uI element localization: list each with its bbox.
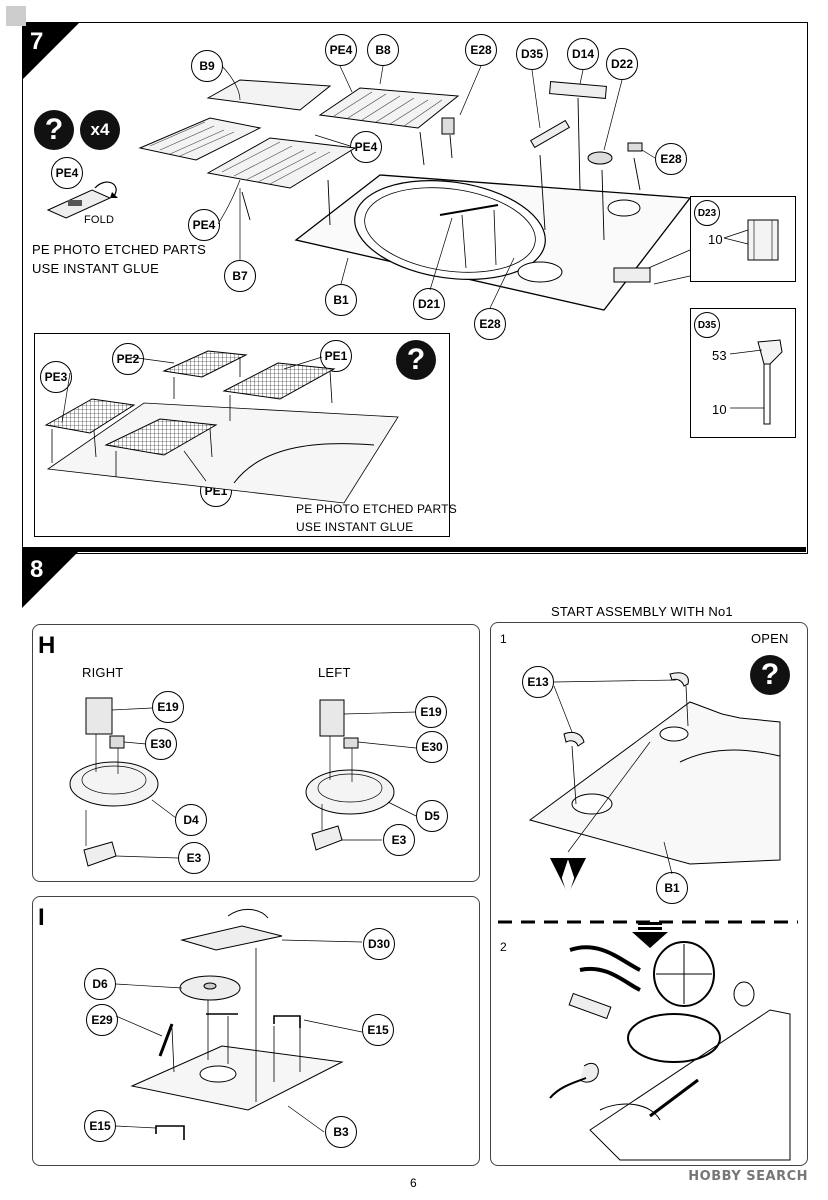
label-pe4-left: PE4 [188, 209, 220, 241]
label-d14: D14 [567, 38, 599, 70]
count-badge: x4 [80, 110, 120, 150]
label-b1: B1 [325, 284, 357, 316]
label-b1-right: B1 [656, 872, 688, 904]
step-8-tab [22, 550, 80, 608]
step-7-tab [22, 22, 80, 80]
label-pe1-top: PE1 [320, 340, 352, 372]
down-arrow-icon [632, 922, 668, 948]
hatch-assembly-diagram [69, 697, 417, 867]
label-e30-right: E30 [145, 728, 177, 760]
start-assembly-note: START ASSEMBLY WITH No1 [551, 604, 733, 619]
b1-hatch-diagram [528, 672, 781, 897]
detail-d23-title: D23 [694, 200, 720, 226]
right-panel-frame [490, 622, 808, 1166]
label-b9: B9 [191, 50, 223, 82]
label-d35: D35 [516, 38, 548, 70]
question-icon-3: ? [750, 655, 790, 695]
sub-pe-note-line1: PE PHOTO ETCHED PARTS [296, 502, 457, 516]
pe-note-line2: USE INSTANT GLUE [32, 261, 159, 276]
detail-d23-frame [690, 196, 796, 282]
detail-d35-callout-bottom: 10 [712, 402, 727, 417]
hull-top-diagram [138, 65, 692, 311]
question-icon: ? [34, 110, 74, 150]
label-d21: D21 [413, 288, 445, 320]
watermark: HOBBY SEARCH [688, 1169, 808, 1184]
pe-note-line1: PE PHOTO ETCHED PARTS [32, 242, 206, 257]
label-e15-right: E15 [362, 1014, 394, 1046]
label-e13: E13 [522, 666, 554, 698]
fold-diagram [46, 181, 118, 219]
label-e28-top: E28 [465, 34, 497, 66]
sub-step-1: 1 [500, 632, 507, 646]
d23-connector [613, 249, 691, 285]
page-number: 6 [410, 1176, 417, 1190]
label-e30-left: E30 [416, 731, 448, 763]
label-b7: B7 [224, 260, 256, 292]
right-label: RIGHT [82, 665, 124, 680]
rear-plate-diagram [115, 909, 363, 1140]
label-pe4-top: PE4 [325, 34, 357, 66]
left-label: LEFT [318, 665, 351, 680]
d35-axe-diagram [729, 339, 783, 425]
fold-label: FOLD [84, 214, 115, 226]
step-8-divider [22, 547, 806, 552]
label-d22: D22 [606, 48, 638, 80]
label-e28-bottom: E28 [474, 308, 506, 340]
step-8-number: 8 [30, 556, 44, 583]
label-d4: D4 [175, 804, 207, 836]
label-b3: B3 [325, 1116, 357, 1148]
label-e29: E29 [86, 1004, 118, 1036]
closeup-diagram [549, 941, 791, 1161]
label-e28-right: E28 [655, 143, 687, 175]
label-e15-left: E15 [84, 1110, 116, 1142]
label-e19-right: E19 [152, 691, 184, 723]
detail-d35-callout-top: 53 [712, 348, 727, 363]
tip-label-pe4: PE4 [51, 157, 83, 189]
label-d30: D30 [363, 928, 395, 960]
detail-d23-callout: 10 [708, 232, 723, 247]
section-h-letter: H [38, 632, 56, 659]
label-e3-left: E3 [383, 824, 415, 856]
open-label: OPEN [751, 631, 789, 646]
step-7-number: 7 [30, 28, 44, 55]
label-d5: D5 [416, 800, 448, 832]
label-e3-right: E3 [178, 842, 210, 874]
d23-part-diagram [723, 219, 779, 261]
label-pe2: PE2 [112, 343, 144, 375]
question-icon-2: ? [396, 340, 436, 380]
detail-d35-title: D35 [694, 312, 720, 338]
label-b8: B8 [367, 34, 399, 66]
pe-grille-diagram [44, 350, 399, 504]
section-i-letter: I [38, 904, 45, 931]
sub-pe-note-line2: USE INSTANT GLUE [296, 520, 414, 534]
sub-step-2: 2 [500, 940, 507, 954]
label-pe3: PE3 [40, 361, 72, 393]
label-d6: D6 [84, 968, 116, 1000]
